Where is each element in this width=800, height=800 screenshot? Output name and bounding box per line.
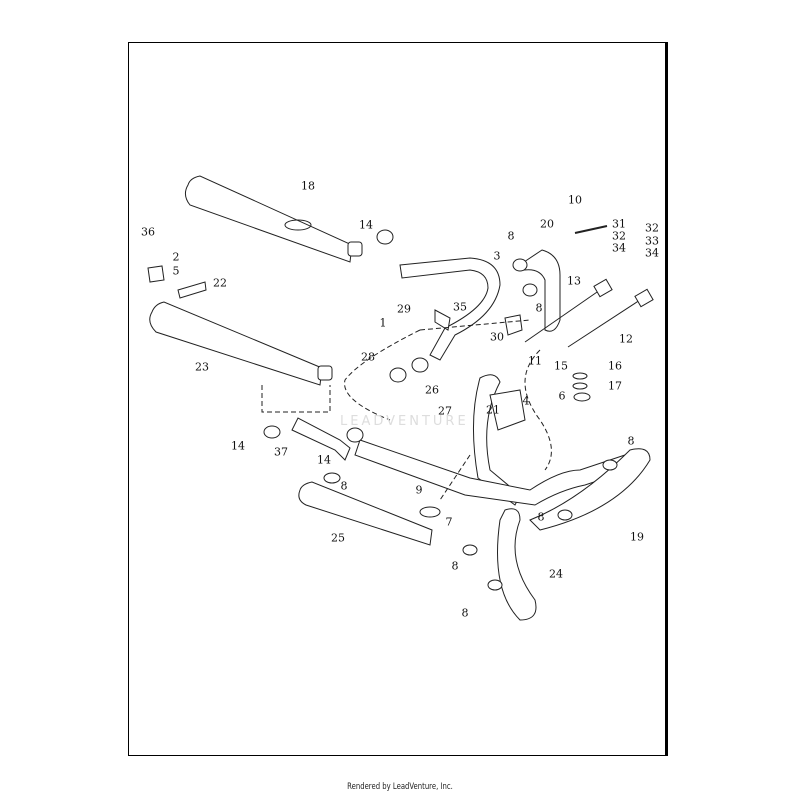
watermark: LEADVENTURE [340, 414, 469, 429]
head-pipe-upper [399, 257, 501, 361]
callout-29[interactable]: 29 [397, 302, 411, 316]
callout-34[interactable]: 34 [612, 241, 626, 255]
callout-37[interactable]: 37 [274, 445, 288, 459]
callout-25[interactable]: 25 [331, 531, 345, 545]
callout-8[interactable]: 8 [535, 301, 543, 315]
callout-8[interactable]: 8 [451, 559, 459, 573]
sensor-12-connector [634, 288, 654, 308]
callout-23[interactable]: 23 [195, 360, 209, 374]
callout-8[interactable]: 8 [461, 606, 469, 620]
clamps [147, 229, 618, 591]
callout-26[interactable]: 26 [425, 383, 439, 397]
callout-18[interactable]: 18 [301, 179, 315, 193]
callout-8[interactable]: 8 [627, 434, 635, 448]
callout-3[interactable]: 3 [493, 249, 501, 263]
callout-8[interactable]: 8 [537, 510, 545, 524]
callout-20[interactable]: 20 [540, 217, 554, 231]
sensor-13-connector [593, 278, 613, 298]
callout-14[interactable]: 14 [231, 439, 245, 453]
callout-28[interactable]: 28 [361, 350, 375, 364]
callout-7[interactable]: 7 [445, 515, 453, 529]
callout-12[interactable]: 12 [619, 332, 633, 346]
callout-16[interactable]: 16 [608, 359, 622, 373]
callout-5[interactable]: 5 [172, 264, 180, 278]
pipe-37 [291, 417, 351, 461]
heat-shield-24 [497, 508, 537, 621]
callout-30[interactable]: 30 [490, 330, 504, 344]
heat-shield-19 [529, 448, 651, 531]
muffler-tip [347, 241, 363, 257]
callout-27[interactable]: 27 [438, 404, 452, 418]
head-pipe-rear [472, 374, 521, 506]
callout-2[interactable]: 2 [172, 250, 180, 264]
callout-8[interactable]: 8 [340, 479, 348, 493]
callout-17[interactable]: 17 [608, 379, 622, 393]
callout-19[interactable]: 19 [630, 530, 644, 544]
callout-21[interactable]: 21 [486, 403, 500, 417]
diagram-frame [128, 42, 668, 756]
callout-4[interactable]: 4 [522, 394, 530, 408]
callout-36[interactable]: 36 [141, 225, 155, 239]
callout-10[interactable]: 10 [568, 193, 582, 207]
heat-shield-25 [298, 481, 433, 546]
callout-22[interactable]: 22 [213, 276, 227, 290]
muffler-lower [149, 301, 323, 386]
muffler-heat-shield-slot [284, 219, 312, 231]
callout-32[interactable]: 32 [645, 221, 659, 235]
heat-shield-20 [523, 249, 561, 332]
callout-1[interactable]: 1 [379, 316, 387, 330]
callout-9[interactable]: 9 [415, 483, 423, 497]
callout-11[interactable]: 11 [528, 354, 542, 368]
muffler-upper [184, 175, 353, 263]
callout-14[interactable]: 14 [317, 453, 331, 467]
footer-credit: Rendered by LeadVenture, Inc. [347, 782, 453, 792]
tie-strap-10 [574, 225, 608, 234]
callout-14[interactable]: 14 [359, 218, 373, 232]
callout-35[interactable]: 35 [453, 300, 467, 314]
callout-24[interactable]: 24 [549, 567, 563, 581]
callout-8[interactable]: 8 [507, 229, 515, 243]
callout-15[interactable]: 15 [554, 359, 568, 373]
reference-dashes [261, 319, 552, 501]
callout-6[interactable]: 6 [558, 389, 566, 403]
callout-32[interactable]: 32 [612, 229, 626, 243]
sensor-13-cable [524, 289, 601, 343]
callout-13[interactable]: 13 [567, 274, 581, 288]
callout-31[interactable]: 31 [612, 217, 626, 231]
muffler-lower-tip [317, 365, 333, 381]
callout-33[interactable]: 33 [645, 234, 659, 248]
callout-34[interactable]: 34 [645, 246, 659, 260]
sensor-12-cable [567, 299, 641, 348]
